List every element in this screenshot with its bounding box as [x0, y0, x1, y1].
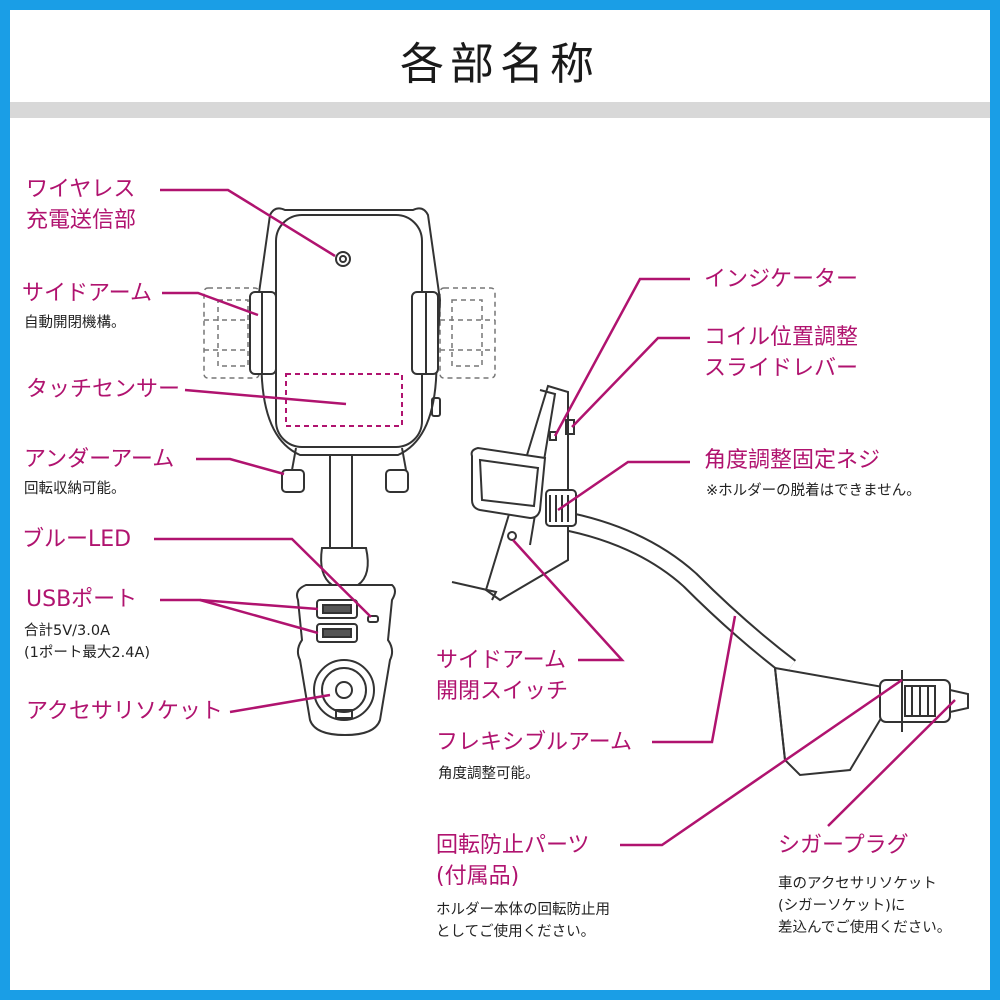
- note-usb-line2: (1ポート最大2.4A): [24, 645, 151, 661]
- label-anti-line1: 回転防止パーツ: [436, 833, 590, 858]
- label-under-arm: アンダーアーム: [24, 447, 175, 472]
- note-usb-port: 合計5V/3.0A (1ポート最大2.4A): [24, 620, 150, 664]
- label-anti-line2: (付属品): [436, 864, 520, 889]
- leader-coil-lever: [571, 336, 690, 428]
- label-indicator: インジケーター: [704, 267, 859, 292]
- leader-usb-2: [199, 598, 319, 635]
- note-cigar-line3: 差込んでご使用ください。: [778, 920, 952, 936]
- leader-blue-led: [154, 537, 372, 618]
- label-wireless-charger: ワイヤレス 充電送信部: [26, 174, 136, 236]
- label-anti-rotation: 回転防止パーツ (付属品): [436, 830, 590, 892]
- label-touch-sensor: タッチセンサー: [26, 377, 181, 402]
- page-title: 各部名称: [400, 39, 600, 90]
- leader-socket: [229, 693, 331, 714]
- label-accessory-socket: アクセサリソケット: [26, 699, 223, 724]
- label-switch-line2: 開閉スイッチ: [436, 679, 569, 704]
- label-cigar-plug: シガープラグ: [778, 833, 909, 858]
- side-view-illustration: [451, 384, 969, 777]
- label-coil-line1: コイル位置調整: [704, 325, 859, 350]
- leader-indicator: [553, 277, 690, 437]
- note-usb-line1: 合計5V/3.0A: [24, 623, 111, 639]
- label-angle-screw: 角度調整固定ネジ: [704, 448, 881, 473]
- leader-cigar-plug: [827, 699, 956, 827]
- leader-usb-1: [160, 598, 319, 611]
- label-usb-port: USBポート: [26, 587, 138, 612]
- note-cigar-plug: 車のアクセサリソケット (シガーソケット)に 差込んでご使用ください。: [778, 873, 951, 939]
- label-wireless-line2: 充電送信部: [26, 208, 137, 233]
- leader-side-arm: [162, 291, 259, 317]
- leader-side-switch: [512, 539, 625, 662]
- note-cigar-line2: (シガーソケット)に: [778, 898, 906, 914]
- note-side-arm: 自動開閉機構。: [24, 315, 126, 331]
- label-side-arm: サイドアーム: [22, 281, 153, 306]
- leader-angle-screw: [557, 460, 690, 512]
- note-anti-rotation: ホルダー本体の回転防止用 としてご使用ください。: [436, 899, 610, 943]
- label-side-arm-switch: サイドアーム 開閉スイッチ: [436, 645, 568, 707]
- title-divider-bar: [10, 102, 990, 118]
- label-switch-line1: サイドアーム: [436, 648, 567, 673]
- note-flexible-arm: 角度調整可能。: [438, 766, 540, 782]
- label-flexible-arm: フレキシブルアーム: [436, 730, 633, 755]
- note-cigar-line1: 車のアクセサリソケット: [778, 876, 937, 892]
- note-angle-screw: ※ホルダーの脱着はできません。: [706, 483, 921, 499]
- leader-touch-sensor: [184, 388, 347, 406]
- leader-flex-arm: [652, 615, 737, 744]
- leader-wireless: [160, 188, 336, 258]
- label-coil-lever: コイル位置調整 スライドレバー: [704, 322, 858, 384]
- note-anti-line2: としてご使用ください。: [436, 924, 596, 940]
- leader-anti-rotation: [620, 678, 903, 847]
- leader-lines: [154, 188, 956, 847]
- note-under-arm: 回転収納可能。: [24, 481, 126, 497]
- note-anti-line1: ホルダー本体の回転防止用: [436, 902, 610, 918]
- label-blue-led: ブルーLED: [22, 527, 132, 552]
- leader-under-arm: [196, 457, 285, 476]
- label-coil-line2: スライドレバー: [704, 356, 859, 381]
- label-wireless-line1: ワイヤレス: [26, 177, 136, 202]
